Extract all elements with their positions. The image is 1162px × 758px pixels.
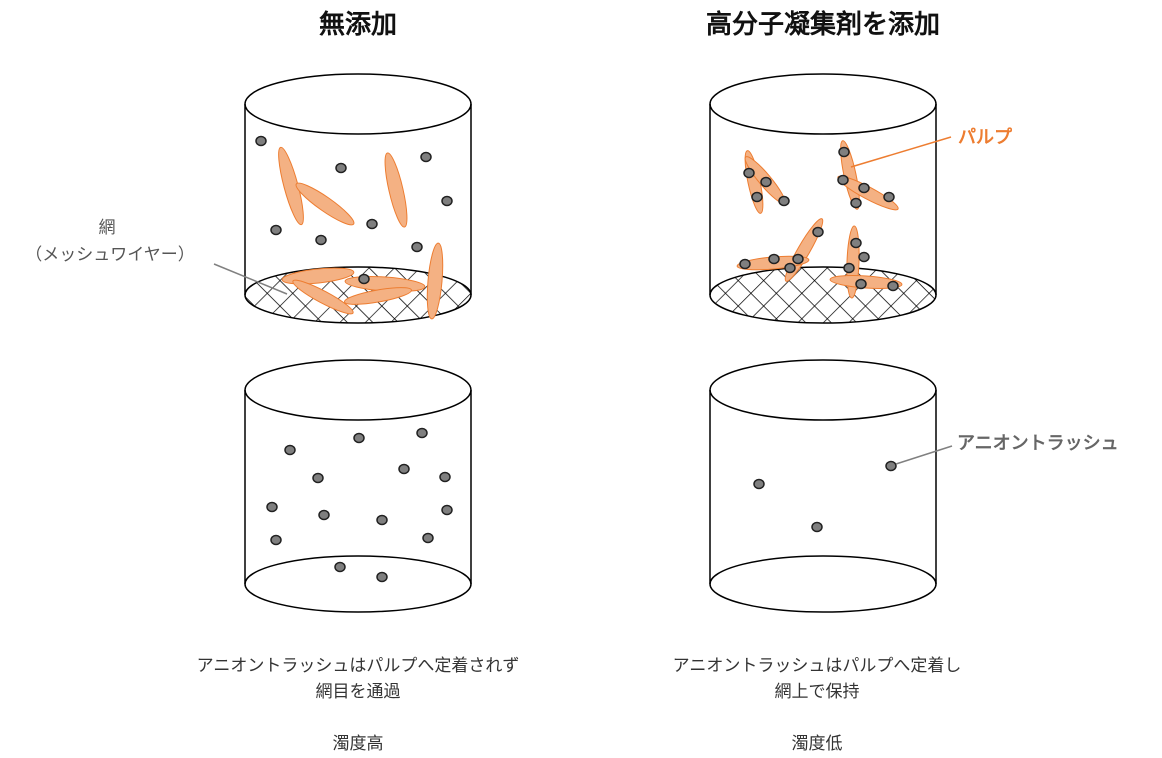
particle bbox=[353, 432, 365, 444]
caption-left-turbidity: 濁度高 bbox=[333, 734, 384, 754]
pulp-label: パルプ bbox=[958, 126, 1013, 148]
pulp-fiber bbox=[426, 242, 444, 320]
particle bbox=[284, 444, 296, 456]
cylinder-top-rim bbox=[709, 359, 937, 421]
anion-trash-particles bbox=[753, 460, 897, 533]
mesh-label-line2: （メッシュワイヤー） bbox=[25, 245, 195, 265]
pulp-fiber bbox=[281, 267, 355, 285]
particle bbox=[887, 280, 899, 292]
pulp-fiber bbox=[295, 182, 355, 226]
particle bbox=[358, 273, 370, 285]
caption-right-turbidity: 濁度低 bbox=[792, 734, 843, 754]
particle bbox=[843, 262, 855, 274]
mesh-leader-line bbox=[213, 263, 288, 295]
caption-right-line2: 網上で保持 bbox=[775, 682, 860, 702]
particle bbox=[335, 162, 347, 174]
particle bbox=[411, 241, 423, 253]
particle bbox=[768, 253, 780, 265]
pulp-fiber bbox=[344, 287, 412, 305]
particle bbox=[885, 460, 897, 472]
cylinder-bottom bbox=[244, 555, 472, 613]
pulp-fiber bbox=[292, 279, 354, 315]
caption-left-line2: 網目を通過 bbox=[316, 682, 401, 702]
particle bbox=[270, 534, 282, 546]
particle bbox=[883, 191, 895, 203]
pulp-leader-line bbox=[850, 136, 952, 168]
anion-trash-label: アニオントラッシュ bbox=[957, 433, 1119, 454]
particle bbox=[376, 514, 388, 526]
particle bbox=[858, 251, 870, 263]
pulp-fiber bbox=[837, 175, 899, 211]
mesh-label-line1: 網 bbox=[99, 218, 116, 238]
particle bbox=[312, 472, 324, 484]
particle bbox=[439, 471, 451, 483]
cylinder-top-rim bbox=[244, 359, 472, 421]
anion-trash-particles bbox=[255, 135, 453, 285]
particle bbox=[266, 501, 278, 513]
particle bbox=[850, 237, 862, 249]
particle bbox=[753, 478, 765, 490]
particle bbox=[416, 427, 428, 439]
cylinder-top-rim bbox=[709, 73, 937, 135]
anion-trash-particles bbox=[266, 427, 453, 583]
particle bbox=[318, 509, 330, 521]
mesh-wire bbox=[709, 266, 937, 324]
cylinder-top-right bbox=[709, 73, 937, 324]
particle bbox=[811, 521, 823, 533]
particle bbox=[255, 135, 267, 147]
pulp-fibers bbox=[278, 146, 444, 320]
particle bbox=[858, 182, 870, 194]
caption-left-line1: アニオントラッシュはパルプへ定着されず bbox=[197, 656, 520, 676]
cylinder-top-rim bbox=[244, 73, 472, 135]
particle bbox=[838, 146, 850, 158]
cylinder-bottom bbox=[709, 555, 937, 613]
particle bbox=[398, 463, 410, 475]
particle bbox=[751, 191, 763, 203]
particle bbox=[812, 226, 824, 238]
particle bbox=[366, 218, 378, 230]
caption-right-line1: アニオントラッシュはパルプへ定着し bbox=[673, 656, 962, 676]
particle bbox=[376, 571, 388, 583]
anion-trash-particles bbox=[739, 146, 899, 292]
heading-with-flocculant: 高分子凝集剤を添加 bbox=[706, 9, 940, 40]
particle bbox=[420, 151, 432, 163]
cylinder-bottom-right bbox=[709, 359, 937, 613]
particle bbox=[792, 253, 804, 265]
pulp-fiber bbox=[384, 152, 408, 228]
particle bbox=[850, 197, 862, 209]
particle bbox=[441, 504, 453, 516]
particle bbox=[315, 234, 327, 246]
particle bbox=[784, 262, 796, 274]
particle bbox=[837, 174, 849, 186]
cylinder-top-left bbox=[244, 73, 472, 324]
particle bbox=[270, 224, 282, 236]
particle bbox=[422, 532, 434, 544]
particle bbox=[441, 195, 453, 207]
cylinder-bottom-left bbox=[244, 359, 472, 613]
particle bbox=[334, 561, 346, 573]
anion-trash-leader-line bbox=[895, 445, 953, 465]
particle bbox=[855, 278, 867, 290]
particle bbox=[778, 195, 790, 207]
particle bbox=[739, 258, 751, 270]
particle bbox=[743, 167, 755, 179]
particle bbox=[760, 176, 772, 188]
heading-no-additive: 無添加 bbox=[319, 10, 397, 40]
